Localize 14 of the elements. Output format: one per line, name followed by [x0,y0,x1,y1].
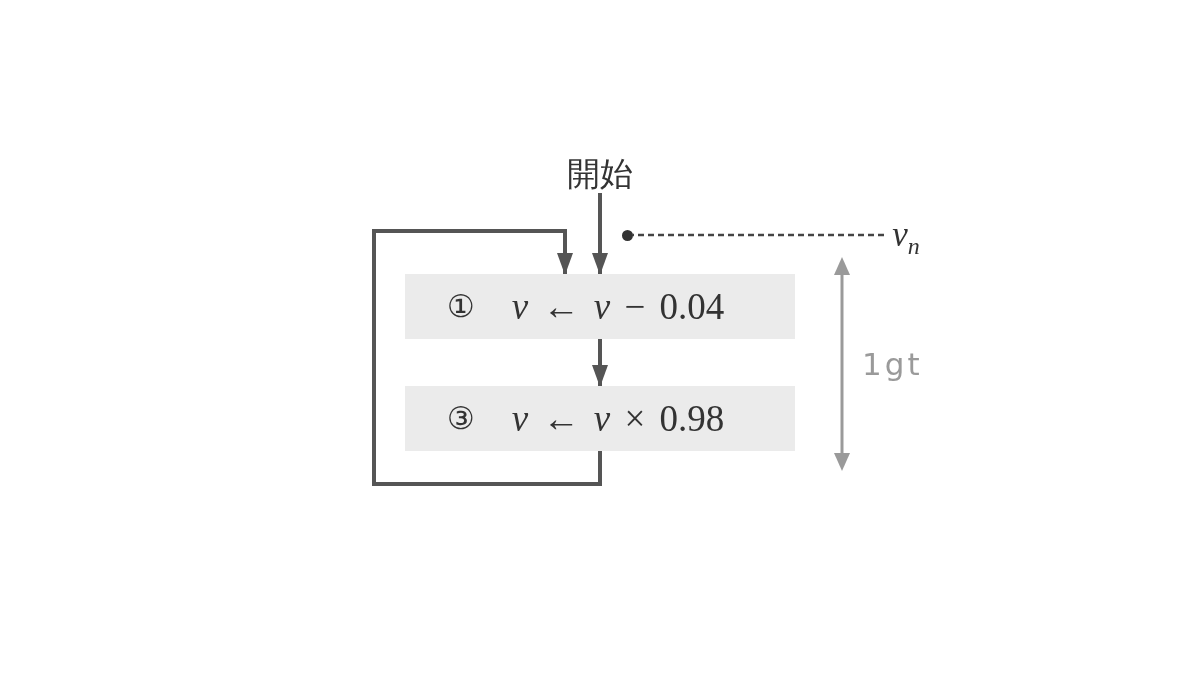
arrow [592,193,608,275]
step-number: ③ [447,403,475,434]
loop-arrow [372,229,602,486]
formula-text: v ← v − 0.04 [511,288,725,325]
step-number: ① [447,291,475,322]
process-box [405,386,795,451]
start-label: 開始 [565,155,635,193]
dimension-label: 1gt [862,349,923,380]
variable-label: v$_{n}$ [884,218,928,258]
process-box [405,274,795,339]
arrow [592,339,608,387]
dot-marker [621,229,633,241]
leader-line [632,233,884,237]
formula-text: v ← v × 0.98 [511,400,725,437]
